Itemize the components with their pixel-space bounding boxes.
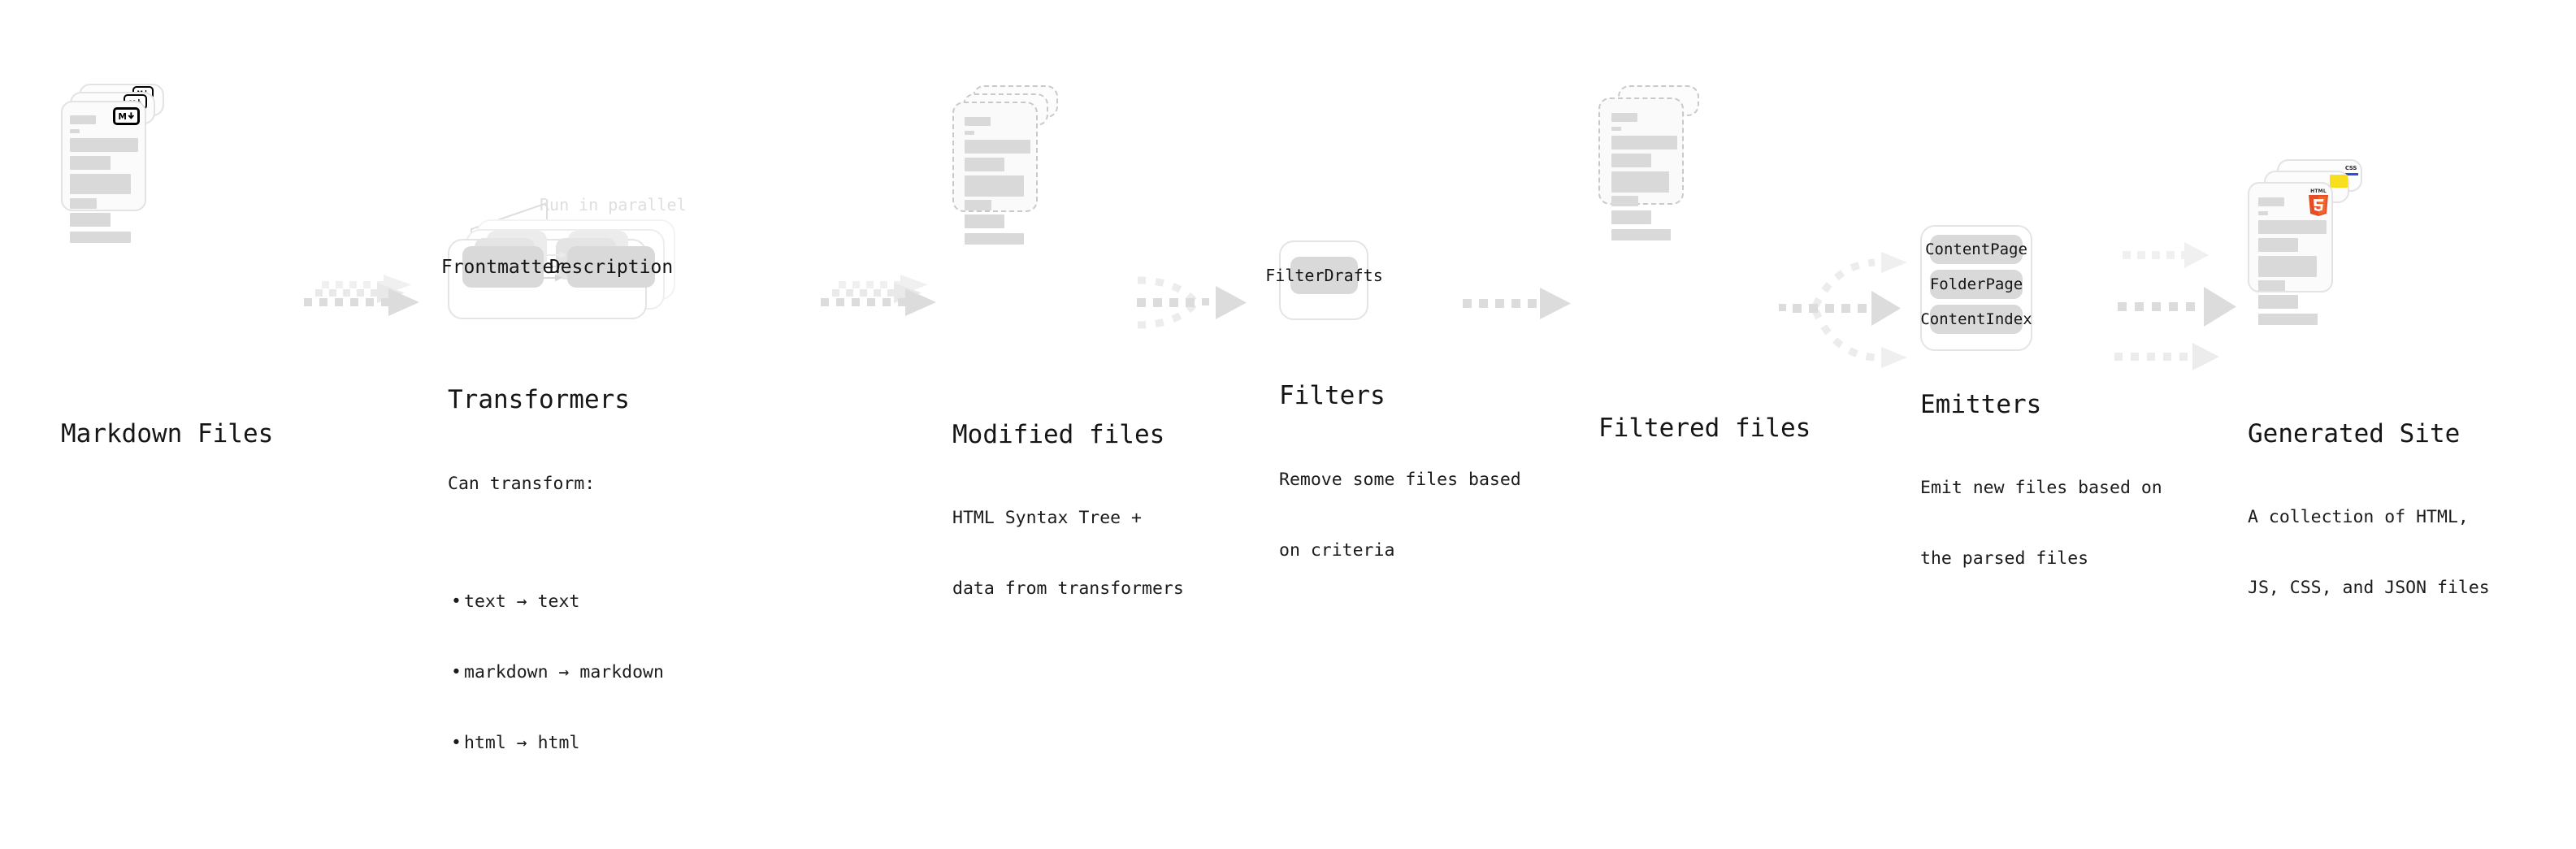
transformer-node-frontmatter[interactable]: Frontmatter [441, 246, 565, 288]
run-in-parallel-label: Run in parallel [540, 195, 687, 214]
skeleton-bar [965, 214, 1004, 228]
stage-title-markdown-files: Markdown Files [61, 419, 274, 448]
html5-icon: HTML [2306, 187, 2331, 216]
transformer-node-label: Frontmatter [440, 256, 566, 278]
transformer-node-label: Description [549, 256, 674, 278]
js-badge-icon [2330, 175, 2348, 188]
svg-text:M: M [118, 111, 127, 121]
description-line: on criteria [1279, 540, 1395, 561]
emitters-description: Emit new files based on the parsed files [1920, 429, 2162, 617]
description-line: Emit new files based on [1920, 478, 2162, 498]
skeleton-bar [965, 131, 974, 135]
stage-title-transformers: Transformers [448, 385, 630, 414]
modified-files-description: HTML Syntax Tree + data from transformer… [952, 459, 1184, 648]
skeleton-bar [70, 156, 111, 170]
css-badge-icon: CSS [2344, 165, 2358, 175]
stage-title-generated-site: Generated Site [2248, 419, 2461, 448]
emitter-node-label: ContentIndex [1920, 310, 2032, 328]
skeleton-bar [1611, 196, 1638, 206]
skeleton-bar [1611, 136, 1677, 149]
svg-text:HTML: HTML [2310, 188, 2327, 194]
skeleton-bar [1611, 210, 1651, 224]
skeleton-bar [2258, 280, 2285, 291]
skeleton-bar [2258, 256, 2317, 277]
skeleton-bar [2258, 238, 2298, 252]
skeleton-bar [2258, 197, 2284, 206]
skeleton-bar [1611, 171, 1669, 193]
skeleton-bar [965, 175, 1024, 197]
stage-title-modified-files: Modified files [952, 420, 1165, 449]
description-line: the parsed files [1920, 548, 2089, 569]
skeleton-bar [1611, 113, 1637, 122]
css-badge-bar [2344, 173, 2358, 175]
transformers-bullet-list: text → text markdown → markdown html → h… [448, 543, 664, 802]
skeleton-bar [70, 138, 138, 152]
transformer-node-description[interactable]: Description [549, 246, 673, 288]
markdown-icon: M [113, 107, 140, 125]
arrow-filtered-files-to-emitters [1777, 236, 1932, 390]
pipeline-diagram: M M M [0, 0, 2576, 681]
skeleton-bar [1611, 154, 1651, 167]
transformers-description: Can transform: text → text markdown → ma… [448, 425, 664, 849]
skeleton-bar [2258, 220, 2327, 234]
emitter-node-contentindex[interactable]: ContentIndex [1920, 305, 2032, 334]
skeleton-bar [2258, 295, 2298, 309]
skeleton-bar [965, 200, 991, 210]
skeleton-bar [965, 117, 991, 126]
list-item: html → html [448, 731, 664, 755]
skeleton-bar [70, 232, 131, 243]
skeleton-bar [70, 115, 96, 124]
skeleton-bar [1611, 127, 1621, 131]
description-line: JS, CSS, and JSON files [2248, 578, 2490, 598]
filter-node-filterdrafts[interactable]: FilterDrafts [1265, 257, 1383, 294]
skeleton-bar [70, 129, 80, 133]
description-line: data from transformers [952, 578, 1184, 599]
stage-title-filters: Filters [1279, 381, 1386, 410]
list-item: text → text [448, 590, 664, 613]
stage-title-emitters: Emitters [1920, 390, 2042, 419]
filters-description: Remove some files based on criteria [1279, 421, 1521, 609]
skeleton-bar [2258, 211, 2268, 215]
description-line: HTML Syntax Tree + [952, 508, 1142, 528]
skeleton-bar [70, 213, 111, 227]
skeleton-bar [965, 158, 1004, 171]
emitter-node-label: FolderPage [1929, 275, 2023, 293]
filter-node-label: FilterDrafts [1265, 266, 1383, 285]
arrow-emitters-to-generated-site [2113, 229, 2267, 392]
skeleton-bar [70, 198, 97, 209]
arrow-filters-to-filtered-files [1463, 286, 1585, 343]
skeleton-bar [965, 233, 1024, 245]
arrow-modified-files-to-filters [1131, 268, 1261, 357]
emitter-node-label: ContentPage [1925, 240, 2027, 258]
description-line: A collection of HTML, [2248, 507, 2469, 527]
arrow-markdown-to-transformers [304, 268, 419, 357]
skeleton-bar [70, 174, 131, 194]
skeleton-bar [965, 140, 1030, 154]
emitter-node-folderpage[interactable]: FolderPage [1930, 270, 2023, 299]
css-badge-label: CSS [2344, 165, 2357, 171]
arrow-transformers-to-modified-files [821, 268, 936, 357]
description-line: Remove some files based [1279, 470, 1521, 490]
generated-site-description: A collection of HTML, JS, CSS, and JSON … [2248, 458, 2490, 647]
transformers-description-intro: Can transform: [448, 474, 596, 494]
skeleton-bar [2258, 314, 2318, 325]
skeleton-bar [1611, 229, 1671, 240]
stage-title-filtered-files: Filtered files [1598, 414, 1811, 443]
list-item: markdown → markdown [448, 661, 664, 684]
emitter-node-contentpage[interactable]: ContentPage [1925, 235, 2027, 264]
